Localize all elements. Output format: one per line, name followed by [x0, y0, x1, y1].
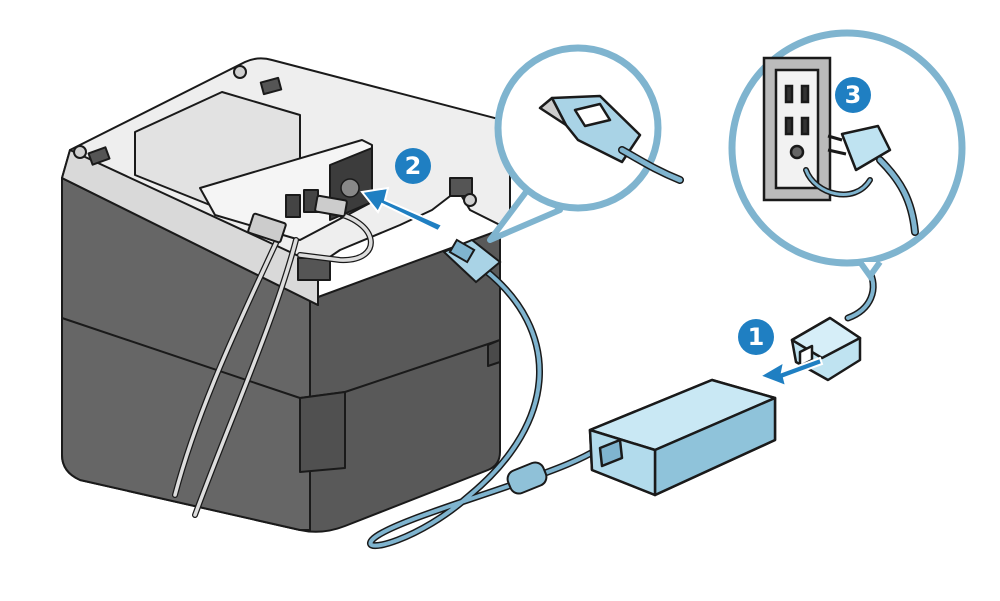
step-number-2: 2: [405, 152, 422, 180]
step-badge-2: 2: [395, 148, 431, 184]
step-badge-3: 3: [835, 77, 871, 113]
dc-plug-callout: [487, 44, 684, 243]
step-number-1: 1: [748, 323, 765, 351]
dc-connector-icon: [442, 238, 502, 284]
interface-cables: [172, 209, 374, 518]
wall-plug-icon: [803, 124, 919, 236]
power-adapter-icon: [588, 378, 777, 497]
wall-outlet-callout: [728, 29, 966, 282]
wall-outlet-icon: [762, 56, 832, 202]
step-number-3: 3: [845, 81, 862, 109]
lan-connector-icon: [247, 194, 348, 244]
printer-icon: [61, 57, 511, 533]
dc-plug-closeup-icon: [538, 94, 684, 184]
ferrite-core-icon: [506, 461, 548, 495]
step-badge-1: 1: [738, 319, 774, 355]
